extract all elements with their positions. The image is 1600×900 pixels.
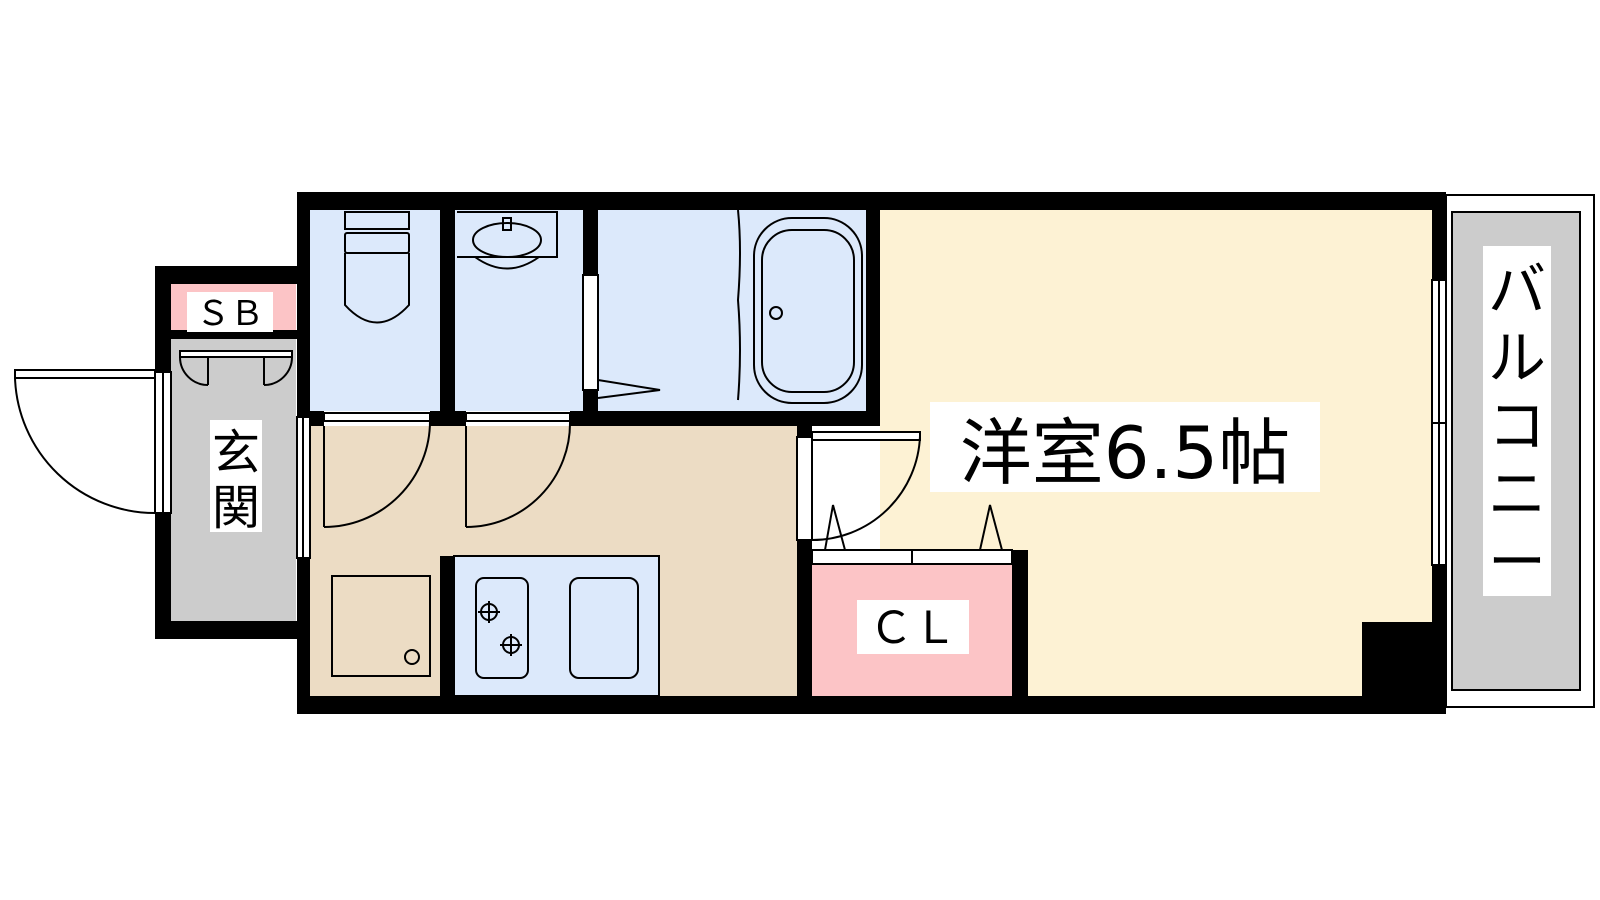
balcony-label-char: ニ: [1488, 460, 1546, 528]
balcony-label-char: バ: [1488, 256, 1546, 324]
toilet-icon: [344, 211, 410, 324]
front-door-leaf: [14, 369, 156, 379]
bathroom-floor: [598, 210, 866, 411]
closet-label-bg: [857, 600, 969, 654]
front-door-swing: [14, 377, 156, 514]
western-room-label-bg: [930, 402, 1320, 492]
sink-icon: [569, 577, 639, 679]
balcony-label-char: ー: [1488, 528, 1546, 596]
balcony-label-char: コ: [1488, 392, 1546, 460]
washbasin-icon: [457, 211, 558, 270]
washing-machine-icon: [331, 575, 431, 677]
balcony-label-bg: [1483, 246, 1551, 596]
doors: [14, 274, 1013, 565]
bathtub-icon: [736, 209, 863, 404]
entrance-label-1: 玄: [212, 425, 260, 481]
shoe-box-label: ＳＢ: [196, 294, 264, 334]
closet-label: ＣＬ: [869, 603, 957, 654]
toilet-room-floor: [310, 210, 440, 411]
western-room-label: 洋室6.5帖: [960, 411, 1291, 495]
windows: [154, 279, 1447, 566]
balcony-label-char: ル: [1488, 324, 1546, 392]
walls: [155, 192, 1446, 714]
washroom-floor: [455, 210, 583, 411]
entrance-label-2: 関: [212, 480, 260, 536]
stove-icon: [453, 555, 660, 697]
shoe-box-label-bg: [187, 292, 273, 332]
entrance-label-bg: [210, 420, 262, 532]
